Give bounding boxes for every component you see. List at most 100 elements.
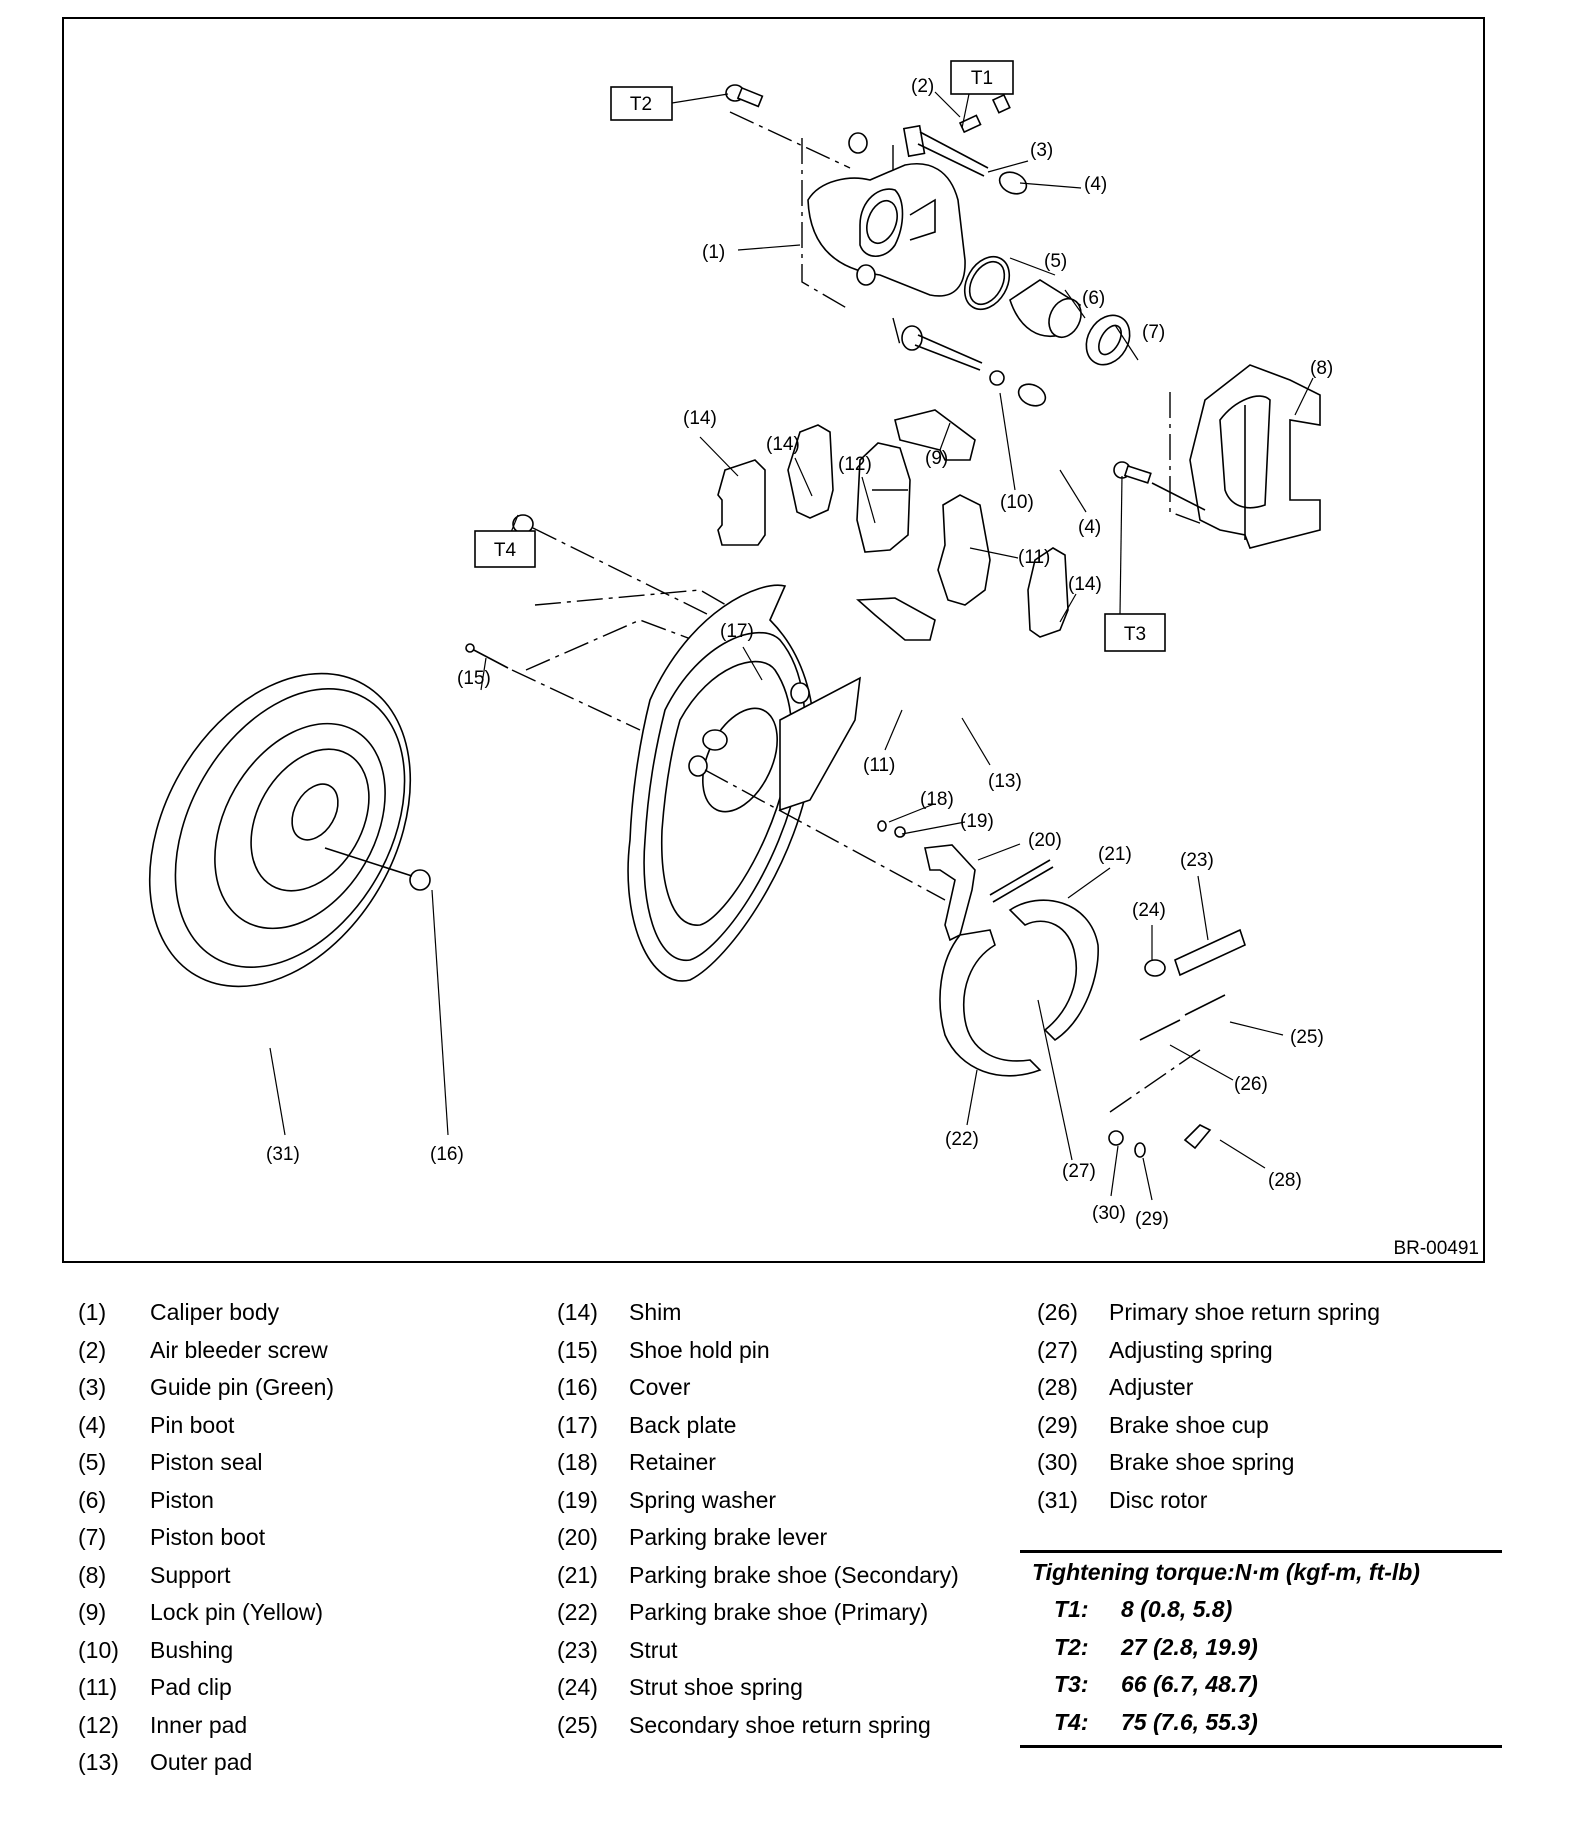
legend-item-number: (21) (557, 1561, 598, 1588)
torque-row: T1:8 (0.8, 5.8) (1020, 1591, 1502, 1629)
legend-item-name: Adjuster (1109, 1374, 1194, 1401)
legend-item-number: (22) (557, 1599, 598, 1626)
callout-4a: (4) (1084, 174, 1107, 195)
caliper-assembly (725, 84, 1321, 549)
strut (1174, 928, 1246, 977)
legend-item-number: (18) (557, 1449, 598, 1476)
torque-row: T4:75 (7.6, 55.3) (1020, 1704, 1502, 1742)
legend-item-number: (5) (78, 1449, 107, 1476)
torque-code: T3: (1054, 1671, 1089, 1698)
support-bracket (1113, 364, 1321, 549)
torque-row: T2:27 (2.8, 19.9) (1020, 1629, 1502, 1667)
legend-item-name: Guide pin (Green) (150, 1374, 335, 1401)
torque-value: 75 (7.6, 55.3) (1121, 1708, 1258, 1735)
legend-item-number: (17) (557, 1411, 598, 1438)
pin-boot-upper (998, 171, 1028, 195)
parking-brake-shoe-secondary (1008, 899, 1099, 1042)
legend-item-number: (16) (557, 1374, 598, 1401)
legend-item-name: Outer pad (150, 1749, 253, 1776)
legend-item-number: (7) (78, 1524, 107, 1551)
legend-item-number: (10) (78, 1636, 119, 1663)
callout-22: (22) (945, 1129, 979, 1150)
legend-item: (1)Caliper body (78, 1294, 334, 1332)
inner-pad (856, 442, 911, 553)
part-callouts: (1) (2) (3) (4) (5) (6) (7) (8) (9) (10)… (266, 76, 1333, 1230)
legend-item-name: Cover (629, 1374, 691, 1401)
legend-item-number: (28) (1037, 1374, 1078, 1401)
legend-item-name: Lock pin (Yellow) (150, 1599, 324, 1626)
legend-item: (17) Back plate (557, 1407, 959, 1445)
legend-item-name: Parking brake lever (629, 1524, 828, 1551)
legend-item-number: (27) (1037, 1336, 1078, 1363)
legend-item: (23)Strut (557, 1632, 959, 1670)
legend-item-name: Shim (629, 1299, 682, 1326)
caliper-body (807, 132, 966, 297)
legend-item-number: (9) (78, 1599, 107, 1626)
legend-item-name: Retainer (629, 1449, 716, 1476)
legend-item-name: Back plate (629, 1411, 737, 1438)
legend-item-number: (11) (78, 1674, 118, 1701)
legend-item: (4)Pin boot (78, 1407, 334, 1445)
legend-item-name: Piston (150, 1486, 214, 1513)
legend-item-name: Shoe hold pin (629, 1336, 770, 1363)
legend-item-name: Pin boot (150, 1411, 235, 1438)
air-bleeder-screw (958, 93, 1011, 134)
piston (1009, 279, 1082, 339)
callout-8: (8) (1310, 358, 1333, 379)
legend-item-number: (20) (557, 1524, 598, 1551)
legend-item: (3)Guide pin (Green) (78, 1369, 334, 1407)
legend-item: (6) Piston (78, 1482, 334, 1520)
callout-23: (23) (1180, 850, 1214, 871)
legend-item: (12)Inner pad (78, 1707, 334, 1745)
legend-item-name: Secondary shoe return spring (629, 1711, 931, 1738)
diagram-frame (62, 17, 1485, 1263)
legend-item: (24)Strut shoe spring (557, 1669, 959, 1707)
torque-tag-t2: T2 (610, 86, 673, 121)
parts-legend-column-1: (1)Caliper body(2)Air bleeder screw(3)Gu… (78, 1294, 334, 1782)
cover (409, 869, 431, 891)
figure-id-label: BR-00491 (1393, 1238, 1479, 1259)
shoe-hold-pin (469, 647, 509, 669)
leader-lines (269, 91, 1314, 1201)
legend-item-number: (6) (78, 1486, 107, 1513)
legend-item-number: (14) (557, 1299, 598, 1326)
legend-item-name: Disc rotor (1109, 1486, 1208, 1513)
legend-item: (9) Lock pin (Yellow) (78, 1594, 334, 1632)
legend-item-number: (15) (557, 1336, 598, 1363)
callout-10: (10) (1000, 492, 1034, 513)
legend-item-name: Brake shoe spring (1109, 1449, 1295, 1476)
legend-item-number: (31) (1037, 1486, 1078, 1513)
legend-item-number: (24) (557, 1674, 598, 1701)
legend-item: (26)Primary shoe return spring (1037, 1294, 1380, 1332)
legend-item: (8)Support (78, 1557, 334, 1595)
legend-item-name: Pad clip (150, 1674, 232, 1701)
torque-code: T1: (1054, 1596, 1089, 1623)
pads-and-shims (717, 409, 1069, 641)
legend-item-name: Brake shoe cup (1109, 1411, 1269, 1438)
torque-row: T3:66 (6.7, 48.7) (1020, 1666, 1502, 1704)
piston-seal (963, 255, 1011, 311)
legend-item: (15) Shoe hold pin (557, 1332, 959, 1370)
legend-item: (29)Brake shoe cup (1037, 1407, 1380, 1445)
caliper-bolt-t2 (725, 84, 764, 108)
callout-1: (1) (702, 242, 725, 263)
legend-item-number: (13) (78, 1749, 119, 1776)
legend-item: (21)Parking brake shoe (Secondary) (557, 1557, 959, 1595)
legend-item: (31) Disc rotor (1037, 1482, 1380, 1520)
legend-item: (11) Pad clip (78, 1669, 334, 1707)
legend-item: (28) Adjuster (1037, 1369, 1380, 1407)
legend-item-number: (2) (78, 1336, 107, 1363)
back-plate (627, 584, 946, 982)
callout-11b: (11) (863, 755, 895, 776)
brake-shoe-spring (1108, 1130, 1124, 1146)
adjusting-spring (989, 859, 1051, 896)
svg-text:T1: T1 (971, 68, 993, 89)
callout-29: (29) (1135, 1209, 1169, 1230)
pad-clip-lower (856, 597, 936, 641)
torque-tag-t4: T4 (474, 530, 536, 568)
legend-item-name: Parking brake shoe (Primary) (629, 1599, 929, 1626)
callout-9: (9) (925, 448, 948, 469)
parking-brake-assembly (877, 820, 1246, 1158)
lock-pin (901, 325, 983, 371)
legend-item-number: (19) (557, 1486, 598, 1513)
